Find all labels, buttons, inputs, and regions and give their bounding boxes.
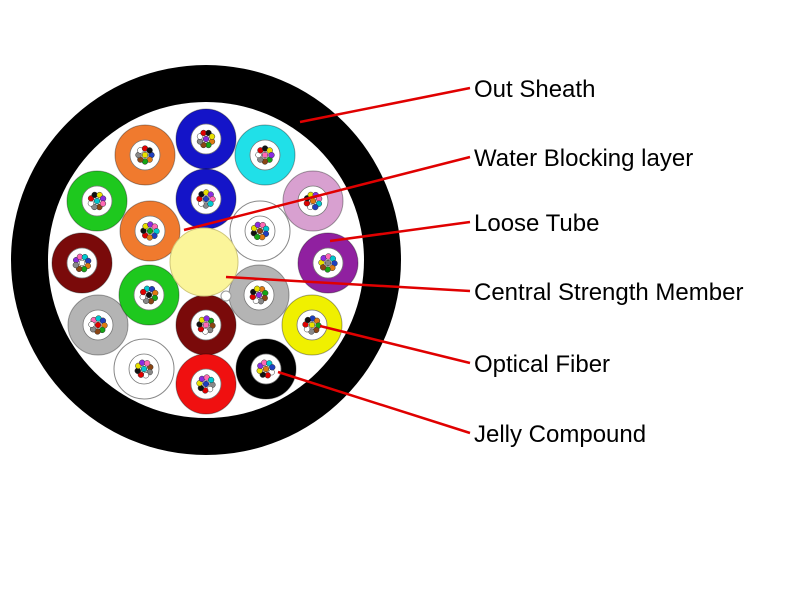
- loose-tube-green: [66, 170, 128, 232]
- label-jelly-compound: Jelly Compound: [474, 421, 646, 448]
- loose-tube-blue: [175, 168, 237, 230]
- optical-fiber: [203, 315, 210, 322]
- optical-fiber: [308, 321, 316, 329]
- leader-lines: [183, 86, 471, 435]
- optical-fiber: [253, 285, 261, 292]
- loose-tube-orange: [119, 200, 181, 262]
- optical-fiber: [261, 151, 269, 159]
- leader-line-central-strength: [225, 275, 471, 293]
- leader-line-loose-tube: [329, 220, 471, 243]
- loose-tube-green: [118, 264, 180, 326]
- loose-tube-white: [229, 200, 291, 262]
- loose-tube-gray: [67, 294, 129, 356]
- loose-tube-black: [235, 338, 297, 400]
- label-optical-fiber: Optical Fiber: [474, 351, 610, 378]
- optical-fiber: [256, 227, 264, 235]
- optical-fiber: [208, 133, 216, 140]
- optical-fiber: [202, 195, 210, 203]
- optical-fiber: [143, 360, 151, 367]
- central-strength-member: [169, 227, 239, 297]
- label-central-strength-member: Central Strength Member: [474, 279, 743, 306]
- optical-fiber: [202, 321, 210, 329]
- optical-fiber: [146, 147, 153, 154]
- leader-line-jelly-compound: [277, 370, 471, 435]
- label-loose-tube: Loose Tube: [474, 210, 599, 237]
- loose-tube-purple: [297, 232, 359, 294]
- optical-fiber: [140, 288, 147, 296]
- loose-tube-red: [175, 353, 237, 415]
- optical-fiber: [312, 203, 319, 211]
- optical-fiber: [146, 227, 154, 235]
- loose-tube-yellow: [281, 294, 343, 356]
- optical-fiber: [99, 200, 107, 207]
- filler-rod: [220, 290, 232, 302]
- optical-fiber: [268, 151, 275, 159]
- optical-fiber: [324, 259, 332, 267]
- optical-fiber: [72, 261, 79, 269]
- optical-fiber: [202, 380, 210, 388]
- optical-fiber: [93, 197, 101, 205]
- loose-tube-cyan: [234, 124, 296, 186]
- loose-tube-gray: [228, 264, 290, 326]
- loose-tube-maroon: [175, 294, 237, 356]
- optical-fiber: [94, 321, 102, 329]
- optical-fiber: [255, 291, 263, 299]
- optical-fiber: [88, 321, 95, 328]
- optical-fiber: [141, 151, 149, 159]
- optical-fiber: [140, 365, 148, 373]
- loose-tube-white: [113, 338, 175, 400]
- callout-labels: Out Sheath Water Blocking layer Loose Tu…: [474, 76, 743, 448]
- optical-fiber: [202, 135, 210, 143]
- optical-fiber: [309, 197, 317, 205]
- label-out-sheath: Out Sheath: [474, 76, 595, 103]
- loose-tubes-group: [51, 108, 359, 415]
- optical-fiber: [269, 364, 276, 371]
- optical-fiber: [146, 234, 153, 241]
- cable-cross-section: [11, 65, 401, 455]
- optical-fiber: [207, 200, 214, 207]
- optical-fiber: [78, 259, 86, 267]
- label-water-blocking-layer: Water Blocking layer: [474, 145, 693, 172]
- optical-fiber: [319, 264, 327, 271]
- loose-tube-blue: [175, 108, 237, 170]
- optical-fiber: [304, 316, 311, 324]
- leader-line-out-sheath: [299, 86, 471, 124]
- optical-fiber: [207, 376, 215, 384]
- optical-fiber: [254, 233, 261, 241]
- optical-fiber: [145, 291, 153, 299]
- loose-tube-orange: [114, 124, 176, 186]
- leader-line-optical-fiber: [319, 324, 471, 365]
- leader-line-water-blocking: [183, 155, 471, 232]
- loose-tube-pink: [282, 170, 344, 232]
- optical-fiber: [262, 365, 270, 373]
- loose-tube-maroon: [51, 232, 113, 294]
